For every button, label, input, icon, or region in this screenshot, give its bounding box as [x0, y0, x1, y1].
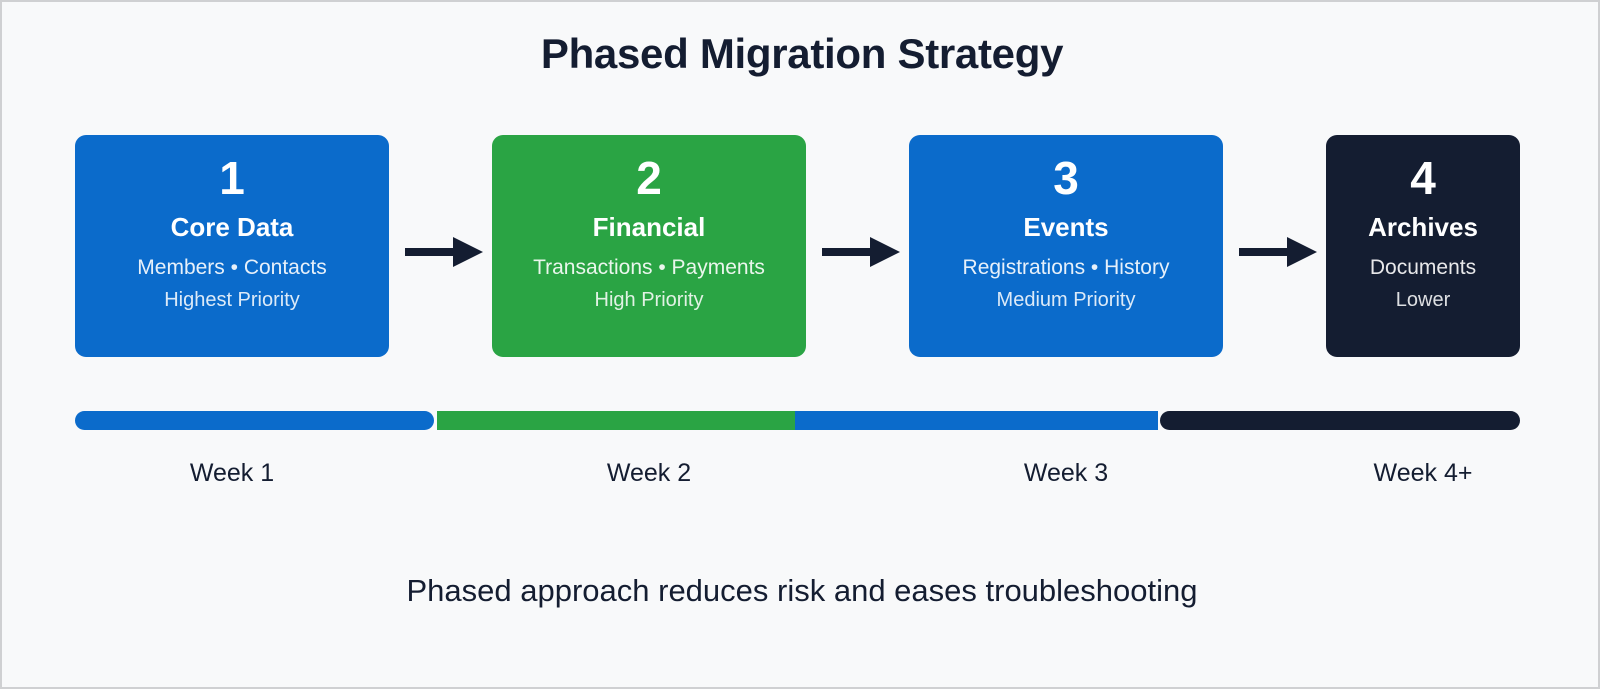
phase-card-2[interactable]: 2 Financial Transactions • Payments High… [492, 135, 806, 357]
timeline-segment-week-2 [437, 411, 795, 430]
phase-items: Transactions • Payments [533, 256, 765, 280]
timeline-week-labels: Week 1 Week 2 Week 3 Week 4+ [75, 457, 1520, 493]
phase-items: Members • Contacts [137, 256, 327, 280]
week-label-1: Week 1 [189, 459, 275, 487]
arrow-right-icon [822, 235, 900, 269]
phase-priority: Medium Priority [996, 288, 1136, 311]
phase-card-4[interactable]: 4 Archives Documents Lower [1326, 135, 1520, 357]
arrow-right-icon [405, 235, 483, 269]
phase-number: 3 [1053, 152, 1079, 204]
week-label-2: Week 2 [606, 459, 692, 487]
phase-priority: Highest Priority [164, 288, 300, 311]
phase-priority: Lower [1395, 288, 1451, 311]
timeline-segment-week-4 [1160, 411, 1520, 430]
phase-items: Registrations • History [962, 256, 1170, 280]
phase-number: 4 [1410, 152, 1436, 204]
phase-card-3[interactable]: 3 Events Registrations • History Medium … [909, 135, 1223, 357]
phase-priority: High Priority [594, 288, 704, 311]
phase-items: Documents [1369, 256, 1477, 280]
footer-note: Phased approach reduces risk and eases t… [406, 573, 1198, 608]
arrow-right-icon [1239, 235, 1317, 269]
phase-card-row: 1 Core Data Members • Contacts Highest P… [75, 135, 1520, 357]
phase-name: Financial [592, 212, 706, 243]
week-label-3: Week 3 [1023, 459, 1109, 487]
timeline-segment-week-1 [75, 411, 434, 430]
phase-name: Core Data [170, 212, 294, 243]
phase-card-1[interactable]: 1 Core Data Members • Contacts Highest P… [75, 135, 389, 357]
page-title: Phased Migration Strategy [540, 30, 1064, 77]
timeline-bar [75, 411, 1520, 430]
week-label-4: Week 4+ [1373, 459, 1473, 487]
phase-name: Events [1023, 212, 1109, 243]
phase-name: Archives [1368, 212, 1478, 243]
phase-number: 2 [636, 152, 662, 204]
phase-number: 1 [219, 152, 245, 204]
timeline-segment-week-3 [795, 411, 1158, 430]
